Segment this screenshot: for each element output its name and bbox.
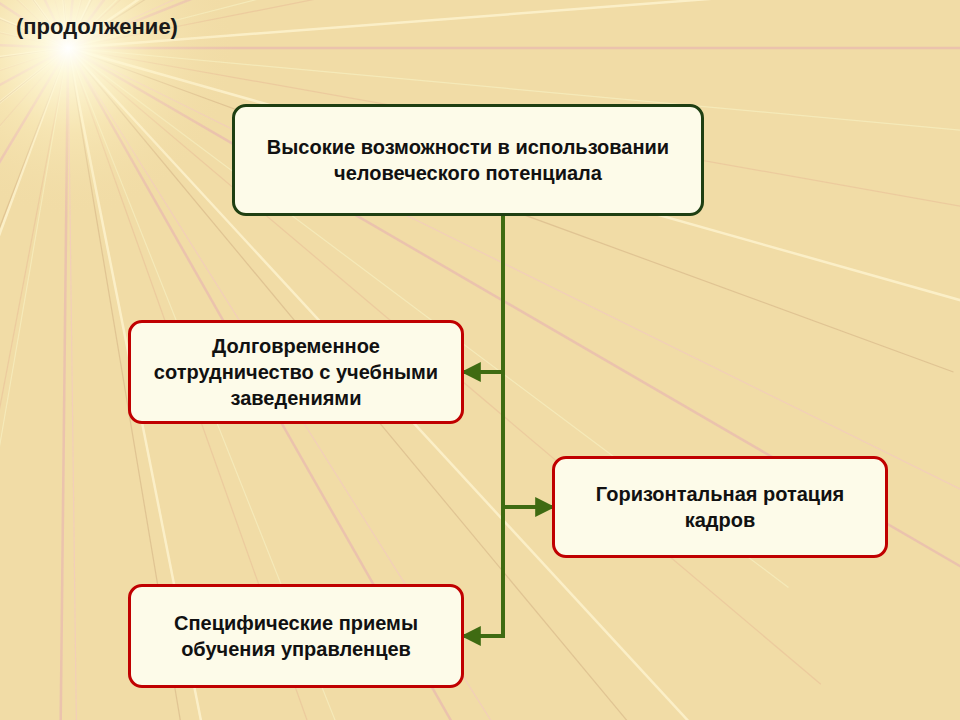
main-box: Высокие возможности в использовании чело… <box>232 104 704 216</box>
slide-title: (продолжение) <box>16 14 178 40</box>
node-text-group: Высокие возможности в использовании чело… <box>249 134 687 186</box>
branch-box: Специфические приемы обучения управленце… <box>128 584 464 688</box>
node-text: Специфические приемы обучения управленце… <box>145 610 447 662</box>
node-text: Горизонтальная ротация кадров <box>569 481 871 533</box>
connector-arrow <box>503 216 552 507</box>
connector-arrow <box>464 216 503 372</box>
node-text-group: Долговременное сотрудничество с учебными… <box>145 333 447 411</box>
branch-box: Горизонтальная ротация кадров <box>552 456 888 558</box>
node-text-group: Специфические приемы обучения управленце… <box>145 610 447 662</box>
node-text: Высокие возможности в использовании чело… <box>249 134 687 186</box>
node-text-group: Горизонтальная ротация кадров <box>569 481 871 533</box>
branch-box: Долговременное сотрудничество с учебными… <box>128 320 464 424</box>
connector-arrow <box>464 216 503 636</box>
node-text: Долговременное сотрудничество с учебными… <box>145 333 447 411</box>
